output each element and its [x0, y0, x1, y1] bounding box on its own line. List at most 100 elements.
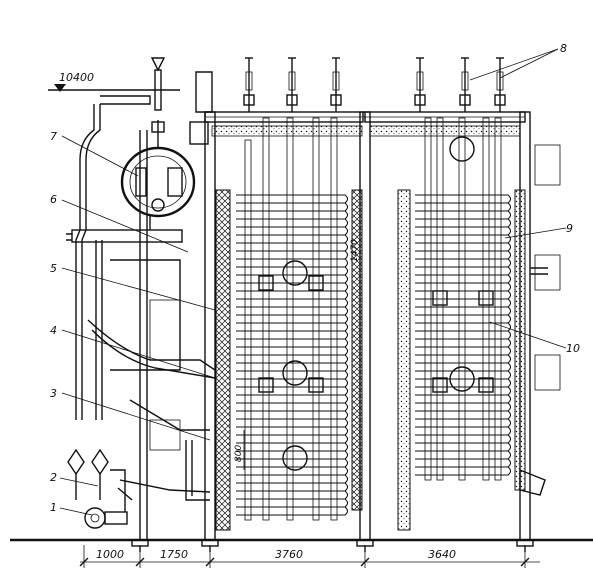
- hanger-spring: [245, 71, 253, 91]
- coil-loop: [415, 418, 512, 428]
- header-box: [308, 377, 324, 393]
- coil-loop: [415, 410, 512, 420]
- hanger-nut: [459, 94, 471, 106]
- callout-leaders: [59, 48, 567, 516]
- hanger-spring: [496, 71, 504, 91]
- header-pipe: [312, 117, 320, 521]
- callout-7: 7: [50, 130, 57, 143]
- coil-loop: [415, 370, 512, 380]
- callout-9: 9: [566, 222, 573, 235]
- coil-loop: [415, 266, 512, 276]
- coil-loop: [415, 402, 512, 412]
- column-base-flanges: [131, 539, 534, 552]
- hanger-spring: [416, 71, 424, 91]
- elevation-marker: 10400: [48, 71, 180, 92]
- coil-loop: [415, 290, 512, 300]
- hanger-nut: [286, 94, 298, 106]
- coil-loop: [415, 226, 512, 236]
- dim-inner-upper: 1470: [350, 239, 360, 262]
- callout-8: 8: [560, 42, 567, 55]
- coil-loop: [415, 202, 512, 212]
- dim-inner-lower: 800: [234, 445, 244, 462]
- header-box: [432, 377, 448, 393]
- hanger-nut: [494, 94, 506, 106]
- coil-loop: [415, 378, 512, 388]
- coil-loop: [415, 234, 512, 244]
- coil-loop: [415, 346, 512, 356]
- header-box: [478, 290, 494, 306]
- inspection-ports: [282, 136, 475, 471]
- insulated-walls: [211, 125, 526, 531]
- hanger-nut: [243, 94, 255, 106]
- header-pipe: [244, 139, 252, 521]
- hanger-spring: [332, 71, 340, 91]
- side-brackets: [519, 144, 561, 496]
- dim-3640: 3640: [428, 548, 456, 561]
- header-box: [432, 290, 448, 306]
- coil-loop: [415, 354, 512, 364]
- callout-2: 2: [50, 471, 57, 484]
- coil-loop: [415, 314, 512, 324]
- coil-loop: [415, 250, 512, 260]
- callout-6: 6: [50, 193, 57, 206]
- downcomers: [66, 104, 183, 420]
- dim-3760: 3760: [275, 548, 303, 561]
- coil-loop: [415, 450, 512, 460]
- coil-loop: [415, 306, 512, 316]
- vent-stack: [100, 57, 166, 111]
- steam-drum: [120, 120, 196, 218]
- coil-loop: [415, 338, 512, 348]
- header-box: [258, 377, 274, 393]
- hanger-nut: [330, 94, 342, 106]
- callout-5: 5: [50, 262, 57, 275]
- header-pipe: [436, 117, 444, 481]
- bottom-dimension-chain: 1000 1750 3760 3640: [79, 545, 540, 568]
- header-pipe: [482, 117, 490, 481]
- coil-loop: [415, 218, 512, 228]
- coil-loop: [415, 466, 512, 476]
- header-pipe: [458, 117, 466, 481]
- header-box: [308, 275, 324, 291]
- coil-loop: [415, 194, 512, 204]
- callout-1: 1: [50, 501, 57, 514]
- coil-loop: [415, 298, 512, 308]
- header-pipe: [286, 117, 294, 521]
- callout-10: 10: [566, 342, 580, 355]
- hanger-spring: [461, 71, 469, 91]
- furnace-frame: [110, 259, 181, 451]
- coil-loop: [415, 274, 512, 284]
- columns: [139, 111, 531, 541]
- header-box: [258, 275, 274, 291]
- coil-loop: [415, 394, 512, 404]
- hanger-nut: [414, 94, 426, 106]
- coil-loop: [415, 434, 512, 444]
- coil-loop: [415, 442, 512, 452]
- inner-dimensions: 1470 800: [234, 210, 361, 470]
- hanger-spring: [288, 71, 296, 91]
- coil-loop: [415, 242, 512, 252]
- header-box: [478, 377, 494, 393]
- header-pipe: [330, 117, 338, 521]
- elevation-label: 10400: [59, 71, 94, 84]
- dim-1750: 1750: [160, 548, 188, 561]
- header-pipe: [262, 117, 270, 521]
- coil-bundle-first-pass: [236, 194, 349, 516]
- coil-loop: [415, 258, 512, 268]
- coil-loop: [415, 426, 512, 436]
- top-hangers: [243, 57, 506, 112]
- coil-loop: [415, 458, 512, 468]
- pump-assembly: [67, 448, 133, 529]
- header-pipe: [494, 117, 502, 481]
- coil-loop: [236, 506, 349, 516]
- coil-loop: [415, 282, 512, 292]
- callout-3: 3: [50, 387, 57, 400]
- vertical-headers: [244, 117, 502, 521]
- coil-bundle-second-pass: [415, 194, 512, 476]
- left-connecting-pipes: [87, 319, 216, 501]
- header-pipe: [424, 117, 432, 481]
- coil-loop: [415, 330, 512, 340]
- dim-1000: 1000: [96, 548, 124, 561]
- callout-4: 4: [50, 324, 57, 337]
